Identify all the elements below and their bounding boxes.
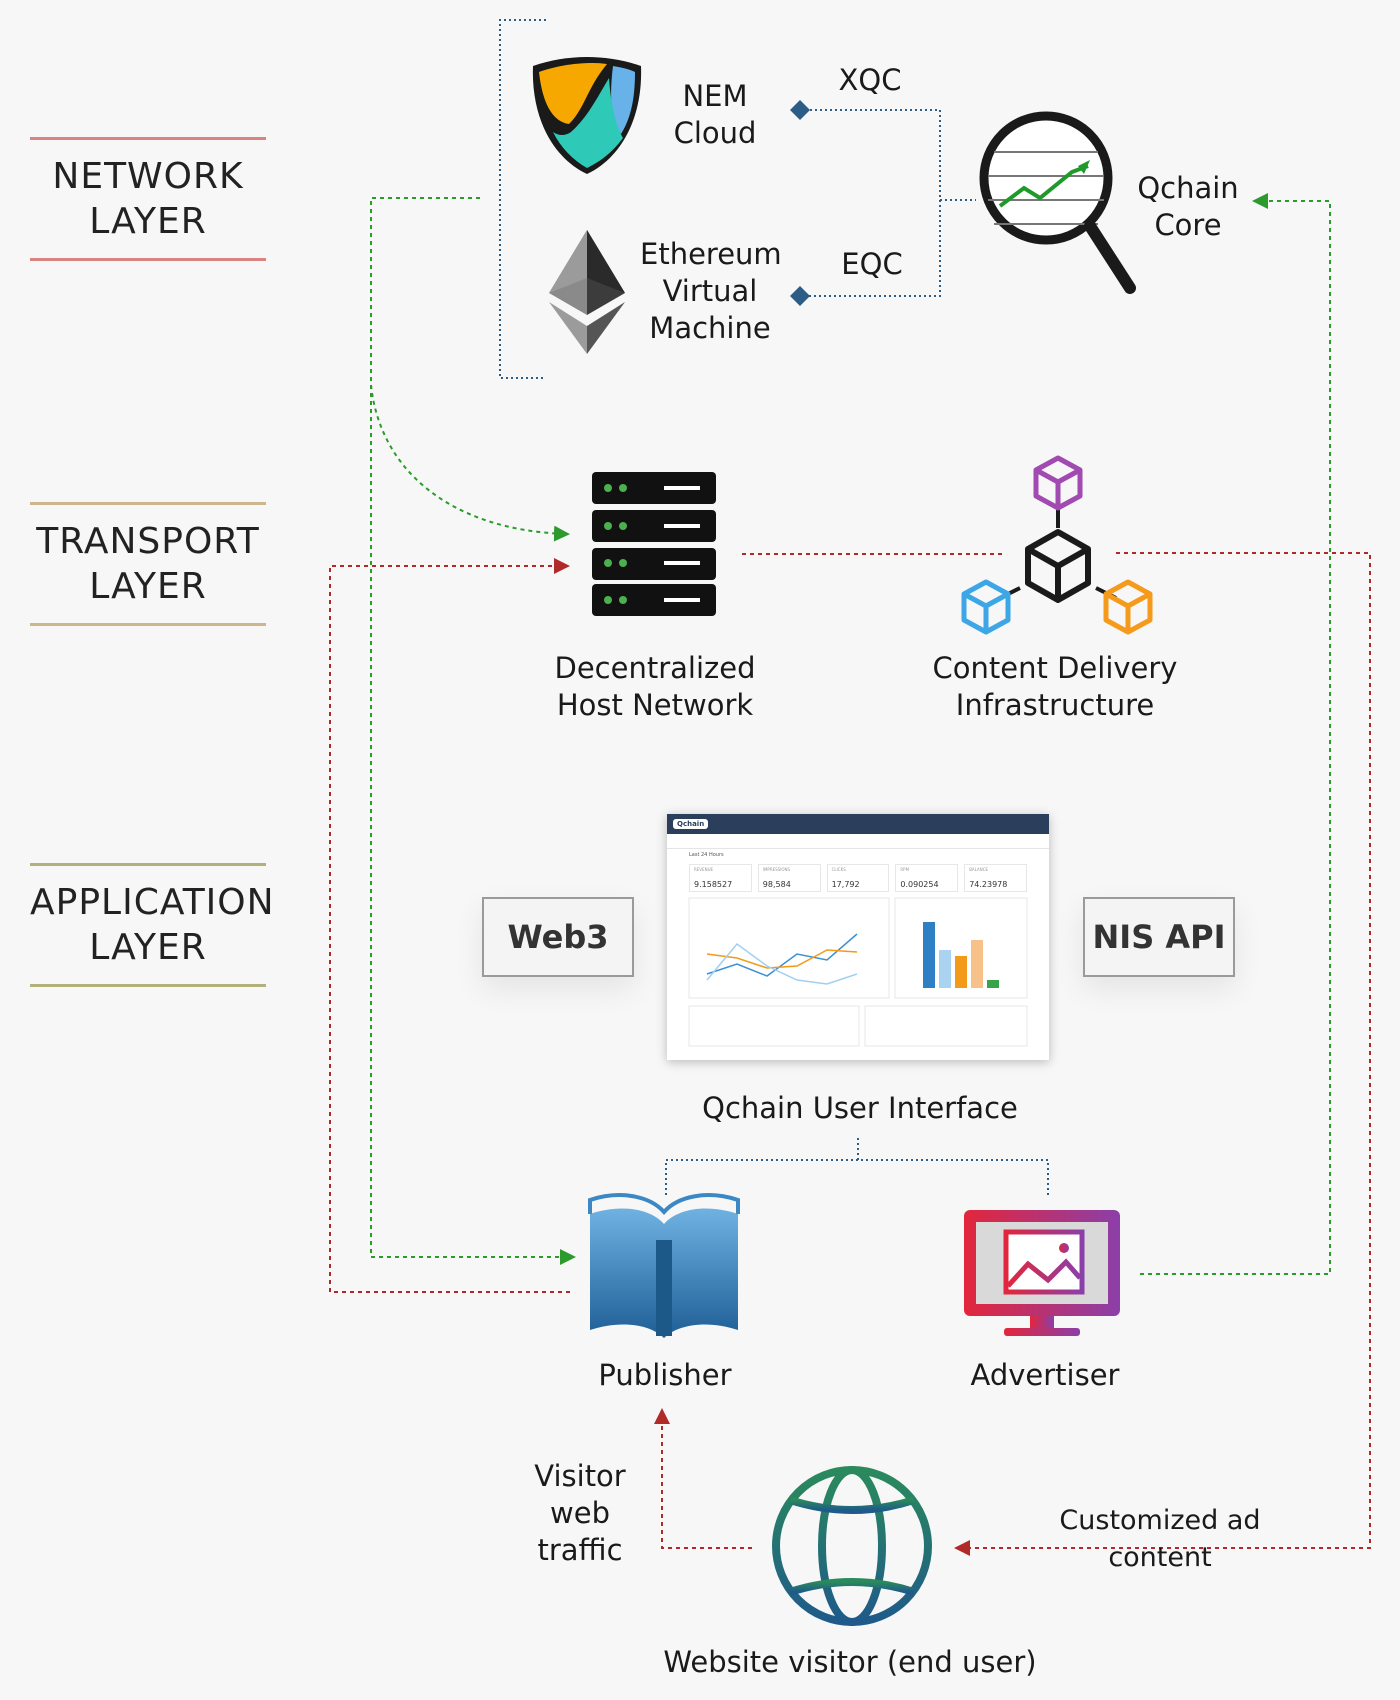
kpi-label: RPM	[900, 867, 910, 872]
eqc-label: EQC	[841, 247, 903, 281]
evm-line2: Virtual	[662, 274, 758, 308]
ui-topbar: Qchain	[667, 814, 1049, 834]
visitor-traffic-label: Visitor web traffic	[500, 1458, 660, 1569]
kpi-value: 17,792	[831, 880, 860, 889]
cdn-line1: Content Delivery	[932, 651, 1178, 685]
visitor-traffic-line2: traffic	[537, 1533, 623, 1567]
customized-ad-label: Customized ad content	[1059, 1505, 1261, 1573]
ui-logo: Qchain	[673, 819, 709, 829]
transport-layer-label: TRANSPORT LAYER	[30, 502, 266, 626]
qchain-ui-screenshot: Qchain Last 24 Hours REVENUE 9.158527 IMP…	[667, 814, 1049, 1060]
ui-charts	[688, 897, 1028, 1047]
magnifier-chart-icon	[979, 111, 1136, 294]
network-layer-line1: NETWORK	[52, 156, 244, 197]
ui-kpi-rpm: RPM 0.090254	[895, 864, 959, 892]
evm-label: Ethereum Virtual Machine	[640, 236, 782, 347]
qchain-core-line1: Qchain	[1137, 171, 1239, 205]
red-flows	[329, 552, 1371, 1556]
web3-box: Web3	[482, 897, 634, 977]
kpi-label: CLICKS	[831, 867, 846, 872]
ui-kpi-revenue: REVENUE 9.158527	[689, 864, 752, 892]
advertiser-label: Advertiser	[970, 1358, 1120, 1392]
nem-cloud-line2: Cloud	[673, 116, 757, 150]
qchain-core-label: Qchain Core	[1128, 170, 1248, 244]
nem-logo-icon	[532, 57, 642, 174]
qchain-core-line2: Core	[1154, 208, 1222, 242]
ui-bracket	[665, 1138, 1049, 1195]
nem-cloud-label: NEM Cloud	[660, 78, 770, 152]
website-visitor-label: Website visitor (end user)	[663, 1645, 1037, 1679]
host-network-line1: Decentralized	[554, 651, 756, 685]
visitor-traffic-line1: Visitor web	[534, 1459, 626, 1530]
kpi-value: 74.23978	[969, 880, 1008, 889]
application-layer-line2: LAYER	[89, 927, 207, 968]
server-stack-icon	[592, 472, 716, 616]
cdn-label: Content Delivery Infrastructure	[920, 650, 1190, 724]
transport-layer-line2: LAYER	[89, 566, 207, 607]
globe-icon	[772, 1466, 932, 1626]
application-layer-line1: APPLICATION	[30, 882, 275, 923]
application-layer-label: APPLICATION LAYER	[30, 863, 275, 987]
network-layer-label: NETWORK LAYER	[30, 137, 266, 261]
kpi-value: 9.158527	[694, 880, 733, 889]
open-book-icon	[588, 1193, 740, 1338]
network-bracket	[499, 19, 976, 379]
qchain-ui-label: Qchain User Interface	[702, 1091, 1018, 1125]
kpi-value: 98,584	[762, 880, 791, 889]
kpi-label: BALANCE	[969, 867, 989, 872]
transport-layer-line1: TRANSPORT	[36, 521, 260, 562]
monitor-image-icon	[964, 1210, 1120, 1336]
xqc-label: XQC	[838, 63, 902, 97]
kpi-label: IMPRESSIONS	[762, 867, 791, 872]
ui-kpi-balance: BALANCE 74.23978	[964, 864, 1027, 892]
host-network-label: Decentralized Host Network	[545, 650, 765, 724]
kpi-label: REVENUE	[694, 867, 714, 872]
kpi-value: 0.090254	[900, 880, 939, 889]
evm-line3: Machine	[649, 311, 771, 345]
ui-kpi-clicks: CLICKS 17,792	[826, 864, 890, 892]
content-delivery-cubes-icon	[961, 455, 1153, 635]
host-network-line2: Host Network	[556, 688, 754, 722]
evm-line1: Ethereum	[640, 237, 782, 271]
green-flows	[370, 193, 1331, 1275]
ethereum-logo-icon	[549, 230, 625, 354]
ui-tabs	[667, 834, 1049, 849]
publisher-label: Publisher	[598, 1358, 732, 1392]
ui-kpi-impressions: IMPRESSIONS 98,584	[757, 864, 821, 892]
cdn-line2: Infrastructure	[955, 688, 1155, 722]
nis-api-box: NIS API	[1083, 897, 1235, 977]
nem-cloud-line1: NEM	[682, 79, 748, 113]
ui-period: Last 24 Hours	[689, 852, 724, 858]
network-layer-line2: LAYER	[89, 201, 207, 242]
ui-kpis: REVENUE 9.158527 IMPRESSIONS 98,584 CLICKS…	[667, 858, 1049, 894]
